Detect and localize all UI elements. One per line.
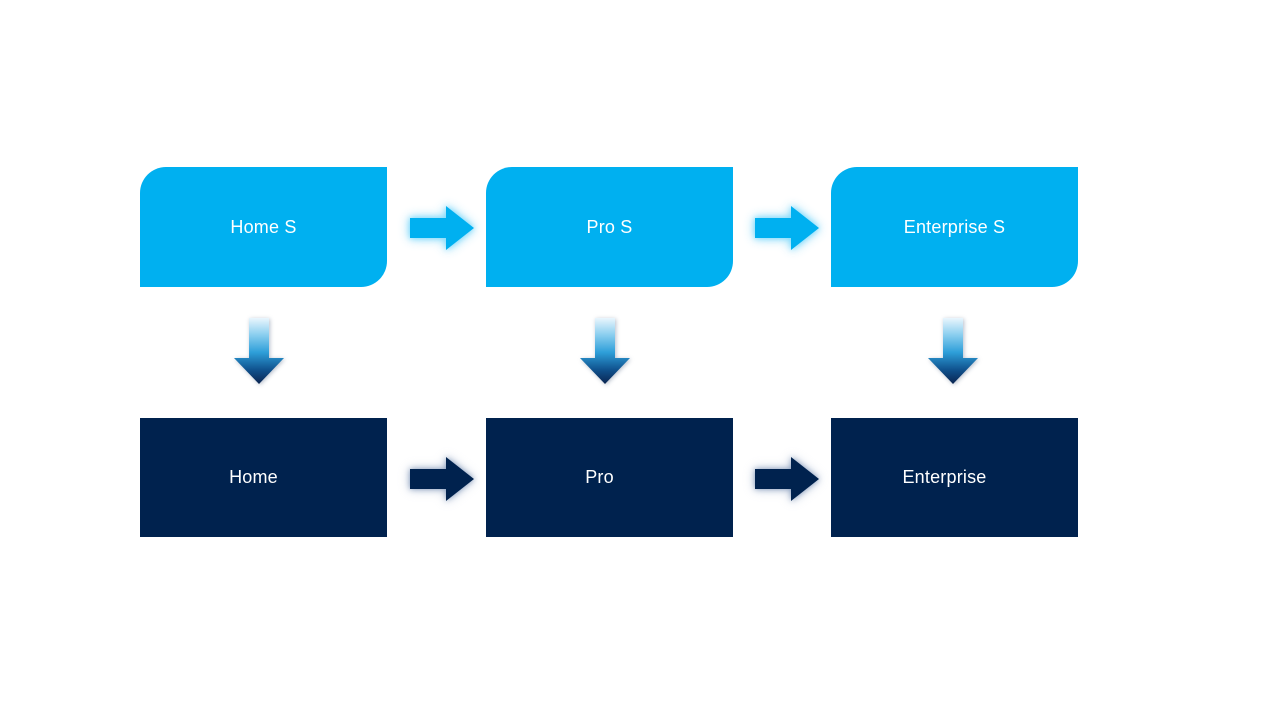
node-enterprise-s-label: Enterprise S: [903, 216, 1006, 237]
node-home-s-label: Home S: [230, 216, 297, 237]
down-arrow-icon: [234, 318, 284, 384]
right-arrow-icon: [755, 457, 819, 501]
node-home-label: Home: [229, 467, 278, 487]
node-home: Home: [140, 418, 387, 537]
node-pro-s-label: Pro S: [586, 216, 633, 237]
node-home-s: Home S: [140, 167, 387, 287]
node-pro: Pro: [486, 418, 733, 537]
right-arrow-icon: [755, 206, 819, 250]
node-enterprise-s: Enterprise S: [831, 167, 1078, 287]
right-arrow-icon: [410, 457, 474, 501]
node-pro-label: Pro: [585, 467, 614, 487]
node-enterprise-label: Enterprise: [902, 467, 987, 487]
node-enterprise: Enterprise: [831, 418, 1078, 537]
down-arrow-icon: [928, 318, 978, 384]
down-arrow-icon: [580, 318, 630, 384]
node-pro-s: Pro S: [486, 167, 733, 287]
right-arrow-icon: [410, 206, 474, 250]
